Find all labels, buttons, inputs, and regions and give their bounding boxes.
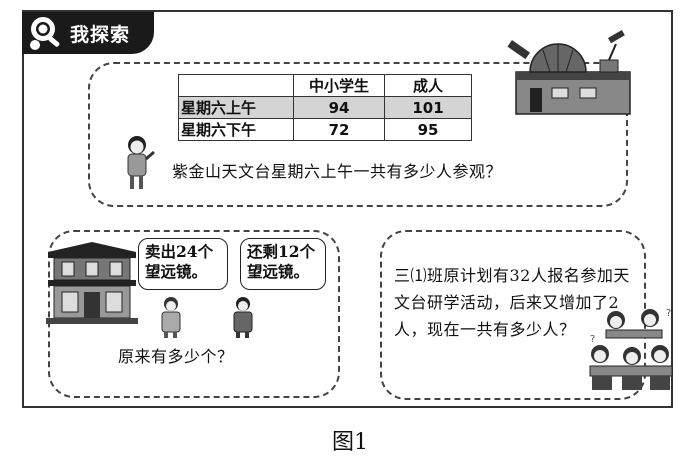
- section-header: 我探索: [22, 12, 154, 54]
- bubble-line: 望远镜。: [247, 262, 310, 281]
- students-cell: 72: [293, 118, 385, 141]
- problem-3-line: 文台研学活动，后来又增加了2: [394, 293, 620, 312]
- row-label: 星期六上午: [178, 96, 294, 119]
- bubble-line: 望远镜。: [145, 262, 208, 281]
- problem-2-question: 原来有多少个？: [118, 347, 234, 366]
- woman-illustration: [161, 297, 181, 338]
- bubble-line: 还剩12个: [247, 242, 316, 261]
- bubble-line: 卖出24个: [145, 242, 214, 261]
- explorer-magnifier-icon: [30, 17, 60, 50]
- speech-bubble-remaining: 还剩12个 望远镜。: [240, 238, 326, 290]
- man-illustration: [233, 297, 253, 338]
- table-header-row: 中小学生 成人: [178, 74, 472, 97]
- table-row: 星期六上午 94 101: [178, 96, 472, 119]
- table-header-cell: 中小学生: [293, 74, 385, 97]
- students-illustration: ? ?: [589, 308, 673, 390]
- problem-3-line: 人，现在一共有多少人？: [394, 320, 576, 339]
- row-label: 星期六下午: [178, 118, 294, 141]
- girl-illustration: [127, 136, 155, 189]
- figure-caption: 图1: [332, 430, 368, 455]
- speech-bubble-sold: 卖出24个 望远镜。: [138, 238, 228, 290]
- table-header-cell: 成人: [384, 74, 472, 97]
- problem-3-line: 三⑴班原计划有32人报名参加天: [394, 266, 630, 285]
- students-cell: 94: [293, 96, 385, 119]
- svg-text:?: ?: [590, 334, 595, 345]
- problem-2-panel: [48, 230, 340, 398]
- shop-illustration: [46, 242, 138, 324]
- table-header-cell: [178, 74, 294, 97]
- svg-text:?: ?: [666, 308, 671, 319]
- problem-3-question: 三⑴班原计划有32人报名参加天 文台研学活动，后来又增加了2 人，现在一共有多少…: [394, 262, 630, 343]
- table-row: 星期六下午 72 95: [178, 118, 472, 141]
- section-title: 我探索: [70, 24, 131, 46]
- visitor-table: 中小学生 成人 星期六上午 94 101 星期六下午 72 95: [178, 74, 472, 141]
- adults-cell: 95: [384, 118, 472, 141]
- adults-cell: 101: [384, 96, 472, 119]
- problem-1-panel: [88, 62, 628, 207]
- observatory-illustration: [507, 30, 631, 115]
- problem-1-question: 紫金山天文台星期六上午一共有多少人参观？: [172, 162, 503, 181]
